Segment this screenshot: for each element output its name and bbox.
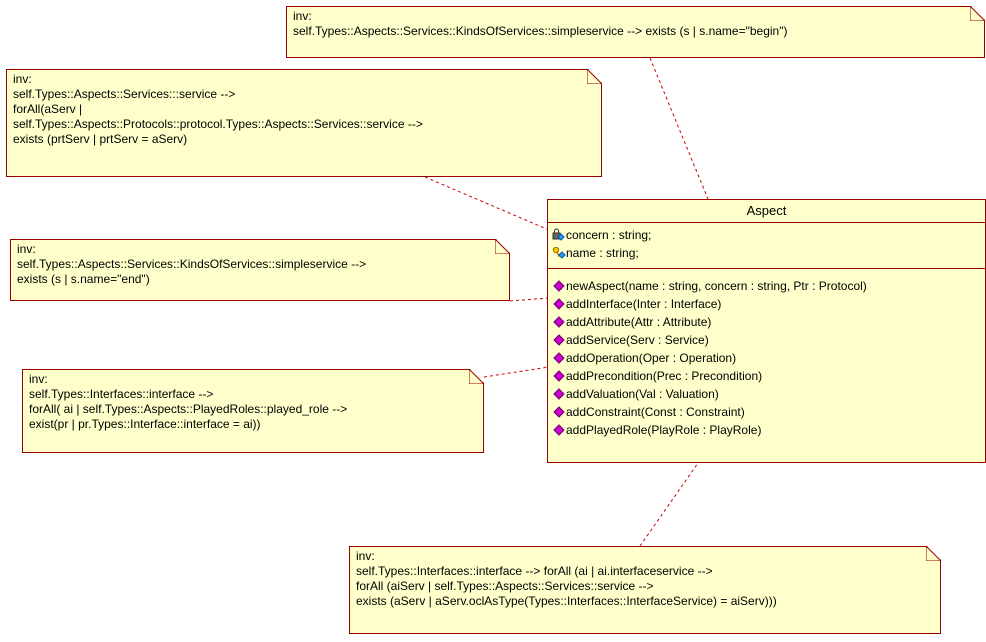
operation-text: addPrecondition(Prec : Precondition) [566, 369, 763, 383]
note-line: self.Types::Aspects::Services:::service … [13, 87, 236, 101]
note-line: exists (s | s.name="end") [17, 272, 150, 286]
operation-addOperation[interactable]: addOperation(Oper : Operation) [552, 349, 981, 367]
operation-compartment: newAspect(name : string, concern : strin… [548, 269, 985, 439]
operation-newAspect[interactable]: newAspect(name : string, concern : strin… [552, 277, 981, 295]
constraint-note-begin[interactable]: inv: self.Types::Aspects::Services::Kind… [286, 6, 985, 58]
constraint-note-interface[interactable]: inv: self.Types::Interfaces::interface -… [22, 369, 484, 453]
operation-text: addInterface(Inter : Interface) [566, 297, 722, 311]
connector-top [649, 57, 709, 200]
folded-corner-icon [469, 369, 484, 384]
attribute-concern[interactable]: concern : string; [552, 226, 981, 244]
note-line: forAll(aServ | [13, 102, 83, 116]
note-line: exist(pr | pr.Types::Interface::interfac… [29, 417, 261, 431]
note-line: exists (prtServ | prtServ = aServ) [13, 132, 188, 146]
note-line: inv: [17, 242, 36, 256]
protected-attribute-icon [552, 228, 565, 241]
operation-addAttribute[interactable]: addAttribute(Attr : Attribute) [552, 313, 981, 331]
public-operation-icon [553, 334, 565, 346]
key-attribute-icon [552, 246, 566, 259]
public-operation-icon [553, 298, 565, 310]
constraint-note-service[interactable]: inv: self.Types::Aspects::Services:::ser… [6, 69, 602, 177]
operation-text: addConstraint(Const : Constraint) [566, 405, 745, 419]
operation-addPrecondition[interactable]: addPrecondition(Prec : Precondition) [552, 367, 981, 385]
class-name: Aspect [548, 200, 985, 223]
operation-addConstraint[interactable]: addConstraint(Const : Constraint) [552, 403, 981, 421]
attribute-compartment: concern : string; name : string; [548, 223, 985, 269]
note-line: forAll( ai | self.Types::Aspects::Played… [29, 402, 348, 416]
folded-corner-icon [587, 69, 602, 84]
note-line: inv: [356, 549, 375, 563]
note-line: self.Types::Aspects::Services::KindsOfSe… [17, 257, 367, 271]
public-operation-icon [553, 352, 565, 364]
constraint-note-interface-service[interactable]: inv: self.Types::Interfaces::interface -… [349, 546, 941, 634]
note-line: self.Types::Interfaces::interface --> [29, 387, 214, 401]
note-line: self.Types::Interfaces::interface --> fo… [356, 564, 713, 578]
folded-corner-icon [926, 546, 941, 561]
note-line: inv: [29, 372, 48, 386]
note-line: forAll (aiServ | self.Types::Aspects::Se… [356, 579, 654, 593]
note-line: exists (aServ | aServ.oclAsType(Types::I… [356, 594, 777, 608]
operation-text: addOperation(Oper : Operation) [566, 351, 737, 365]
operation-text: addValuation(Val : Valuation) [566, 387, 719, 401]
public-operation-icon [553, 424, 565, 436]
public-operation-icon [553, 406, 565, 418]
folded-corner-icon [970, 6, 985, 21]
note-line: self.Types::Aspects::Protocols::protocol… [13, 117, 423, 131]
public-operation-icon [553, 316, 565, 328]
operation-text: addPlayedRole(PlayRole : PlayRole) [566, 423, 762, 437]
connector-end [509, 297, 550, 302]
operation-text: newAspect(name : string, concern : strin… [566, 279, 867, 293]
operation-addValuation[interactable]: addValuation(Val : Valuation) [552, 385, 981, 403]
operation-text: addAttribute(Attr : Attribute) [566, 315, 712, 329]
folded-corner-icon [495, 239, 510, 254]
constraint-note-end[interactable]: inv: self.Types::Aspects::Services::Kind… [10, 239, 510, 301]
note-line: inv: [13, 72, 32, 86]
operation-text: addService(Serv : Service) [566, 333, 709, 347]
attribute-text: concern : string; [566, 228, 652, 242]
attribute-text: name : string; [566, 246, 639, 260]
public-operation-icon [553, 370, 565, 382]
attribute-name[interactable]: name : string; [552, 244, 981, 262]
connector-interface [483, 366, 550, 378]
public-operation-icon [553, 388, 565, 400]
operation-addInterface[interactable]: addInterface(Inter : Interface) [552, 295, 981, 313]
connector-bottom [639, 462, 699, 547]
operation-addPlayedRole[interactable]: addPlayedRole(PlayRole : PlayRole) [552, 421, 981, 439]
note-line: self.Types::Aspects::Services::KindsOfSe… [293, 24, 788, 38]
operation-addService[interactable]: addService(Serv : Service) [552, 331, 981, 349]
aspect-class-box[interactable]: Aspect concern : string; name : string; … [547, 199, 986, 463]
connector-service [424, 176, 550, 231]
note-line: inv: [293, 9, 312, 23]
public-operation-icon [553, 280, 565, 292]
